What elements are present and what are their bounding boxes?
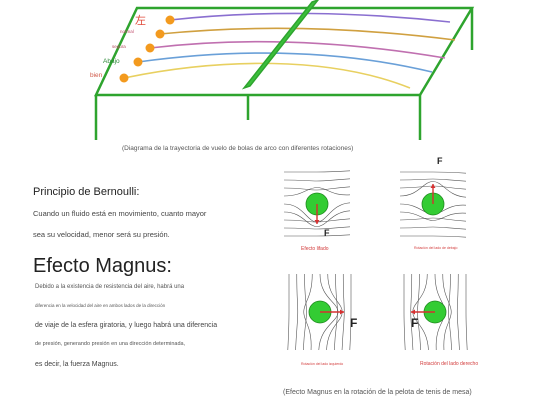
force-arrowhead	[411, 309, 415, 315]
label-bien: bien	[90, 72, 103, 79]
ball	[165, 15, 175, 25]
table-caption: (Diagrama de la trayectoria de vuelo de …	[122, 145, 354, 152]
ball	[155, 29, 165, 39]
magnus-line-1: Debido a la existencia de resistencia de…	[35, 284, 185, 290]
flow-caption-3: Rotación del lado izquierdo	[301, 362, 344, 366]
magnus-line-3: de viaje de la esfera giratoria, y luego…	[35, 322, 218, 329]
streamline	[295, 273, 299, 351]
label-segura: segura	[112, 44, 126, 49]
streamline	[399, 217, 467, 222]
trajectory	[137, 52, 433, 73]
label-left: 左	[135, 15, 146, 27]
streamline	[465, 274, 468, 351]
force-label-1: F	[324, 228, 330, 238]
streamline	[283, 226, 351, 230]
streamline	[349, 274, 352, 351]
bernoulli-title: Principio de Bernoulli:	[33, 186, 140, 198]
streamline	[284, 234, 351, 237]
streamline	[400, 235, 467, 238]
magnus-line-5: es decir, la fuerza Magnus.	[35, 361, 119, 368]
trajectory	[149, 40, 446, 59]
streamline	[284, 170, 351, 173]
flow-panel-4	[403, 273, 468, 351]
streamline	[303, 273, 307, 351]
streamline	[283, 187, 351, 197]
streamline	[287, 274, 290, 351]
streamline	[283, 186, 351, 191]
streamline	[400, 171, 467, 174]
streamline	[403, 274, 406, 351]
magnus-line-2: diferencia en la velocidad del aire en a…	[35, 303, 166, 308]
magnus-line-4: de presión, generando presión en una dir…	[35, 341, 186, 347]
streamline	[399, 181, 467, 198]
magnus-title: Efecto Magnus:	[33, 255, 172, 277]
flow-caption-2: Rotación del lado de debajo	[414, 246, 458, 250]
streamline	[283, 210, 351, 227]
table-net	[241, 0, 319, 90]
force-arrowhead	[340, 309, 344, 315]
flow-caption-4: Rotación del lado derecho	[420, 361, 479, 367]
ball	[145, 43, 155, 53]
force-label-3: F	[350, 316, 358, 330]
streamline	[442, 273, 452, 351]
label-abajo: Abajo	[103, 58, 120, 65]
streamline	[399, 178, 467, 182]
bernoulli-line-2: sea su velocidad, menor será su presión.	[33, 230, 170, 239]
force-label-2: F	[437, 156, 443, 166]
table-illustration	[94, 0, 475, 140]
bernoulli-line-1: Cuando un fluido está en movimiento, cua…	[33, 209, 207, 218]
streamline	[283, 178, 351, 182]
force-label-4: F	[411, 316, 419, 330]
streamline	[341, 273, 345, 351]
streamline	[399, 226, 467, 230]
trajectory	[123, 62, 411, 89]
flow-panel-1	[283, 170, 351, 237]
flow-panel-3	[287, 273, 352, 351]
flow-caption-1: Efecto lifado	[301, 246, 329, 252]
force-arrowhead	[430, 184, 436, 188]
trajectory	[169, 12, 451, 23]
bottom-caption: (Efecto Magnus en la rotación de la pelo…	[283, 389, 472, 396]
ball	[119, 73, 129, 83]
streamline	[410, 273, 414, 351]
streamline	[456, 273, 460, 351]
label-normal: normal	[120, 29, 134, 34]
force-arrowhead	[314, 220, 320, 224]
streamline	[399, 211, 467, 221]
flow-panel-2	[399, 171, 467, 238]
streamline	[448, 273, 452, 351]
streamline	[303, 273, 313, 351]
ball	[133, 57, 143, 67]
trajectory	[159, 27, 456, 41]
